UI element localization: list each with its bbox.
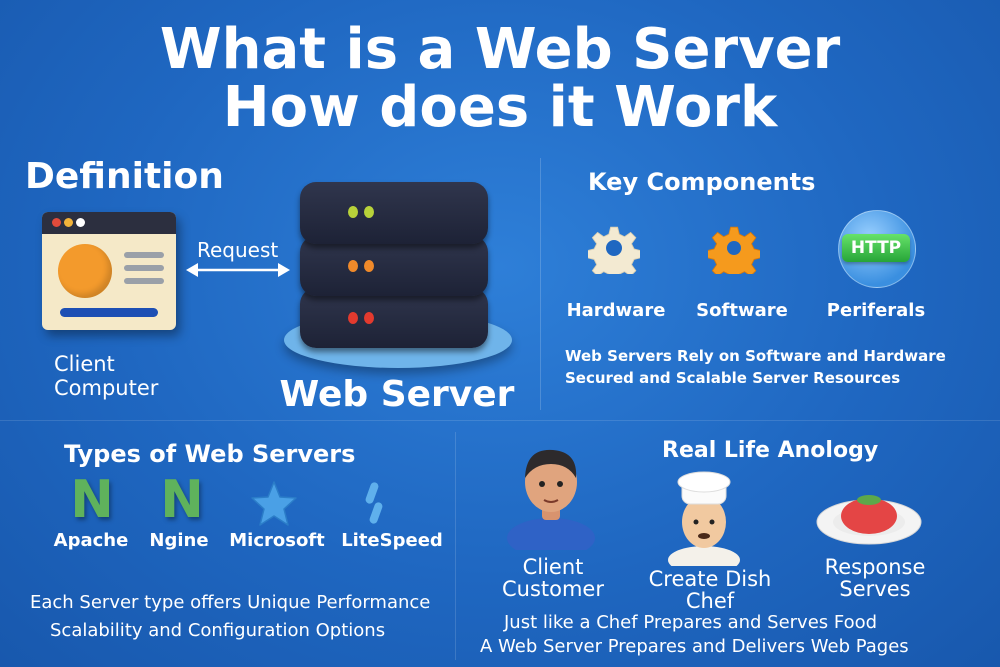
analogy-response-label: Response Serves (824, 555, 926, 601)
request-label: Request (197, 238, 279, 262)
analogy-heading: Real Life Anology (662, 438, 879, 463)
web-server-label: Web Server (279, 374, 515, 415)
key-components-heading: Key Components (588, 168, 816, 196)
gear-icon (588, 226, 640, 274)
server-unit (300, 182, 488, 244)
page-title-line1: What is a Web Server (159, 17, 841, 82)
component-label-hardware: Hardware (566, 300, 666, 321)
divider (0, 420, 1000, 421)
request-arrow-icon (186, 263, 290, 277)
apache-logo-icon: N (70, 470, 114, 530)
gear-icon (708, 226, 760, 274)
server-unit (300, 288, 488, 348)
litespeed-logo-icon (365, 482, 383, 524)
divider (455, 432, 456, 660)
server-unit (300, 236, 488, 296)
customer-avatar-icon (507, 449, 595, 550)
analogy-description-line2: A Web Server Prepares and Delivers Web P… (480, 636, 909, 657)
component-label-software: Software (696, 300, 788, 321)
types-description-line2: Scalability and Configuration Options (50, 620, 386, 641)
server-type-litespeed: LiteSpeed (341, 530, 443, 551)
server-type-apache: Apache (53, 530, 129, 551)
components-description-line1: Web Servers Rely on Software and Hardwar… (565, 347, 946, 365)
server-type-ngine: Ngine (149, 530, 209, 551)
server-type-microsoft: Microsoft (229, 530, 325, 551)
types-heading: Types of Web Servers (64, 440, 356, 468)
microsoft-star-icon (251, 481, 297, 526)
chef-avatar-icon (668, 471, 740, 566)
client-computer-icon (42, 212, 176, 330)
plate-dish-icon (816, 495, 922, 545)
types-description-line1: Each Server type offers Unique Performan… (30, 592, 431, 613)
client-computer-label: Client Computer (54, 352, 159, 400)
analogy-description-line1: Just like a Chef Prepares and Serves Foo… (504, 612, 878, 633)
page-title-line2: How does it Work (222, 75, 778, 140)
components-description-line2: Secured and Scalable Server Resources (565, 369, 901, 387)
definition-heading: Definition (25, 156, 224, 197)
analogy-chef-label: Create Dish Chef (648, 567, 772, 613)
divider (540, 158, 541, 410)
nginx-logo-icon: N (160, 470, 204, 530)
analogy-client-label: Client Customer (501, 555, 604, 601)
http-badge: HTTP (842, 234, 910, 262)
component-label-periferals: Periferals (826, 300, 926, 321)
